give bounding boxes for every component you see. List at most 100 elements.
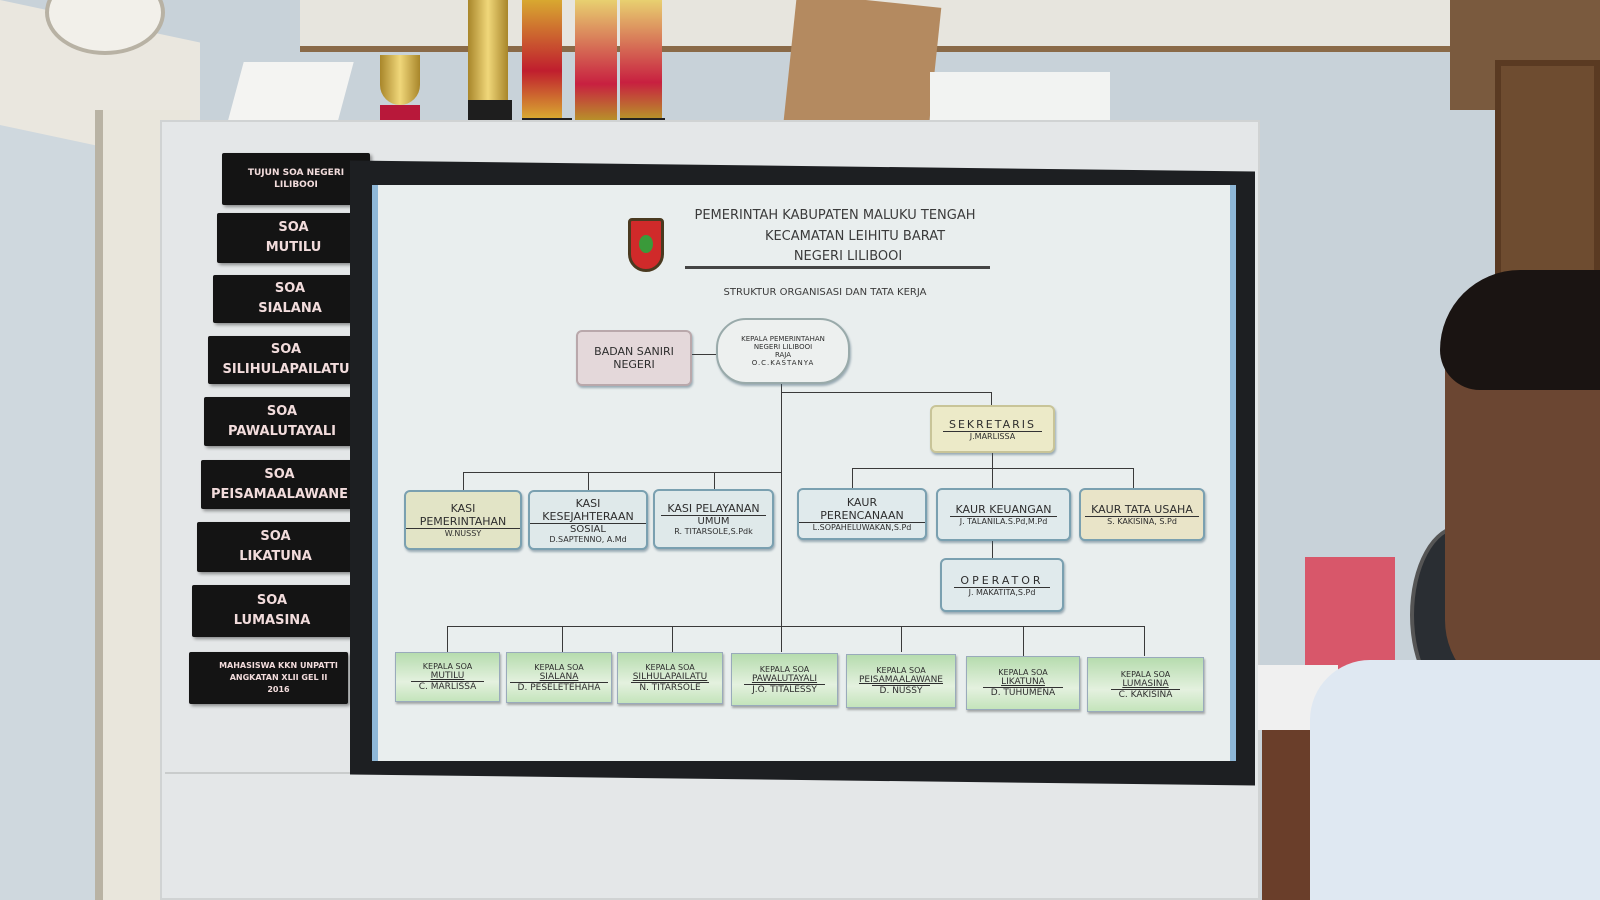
person-shirt bbox=[1310, 660, 1600, 900]
soa-label: KEPALA SOA bbox=[876, 666, 926, 675]
sign-text: SIALANA bbox=[258, 301, 322, 316]
box-name: J.MARLISSA bbox=[969, 431, 1016, 441]
box-title: KASI KESEJAHTERAAN bbox=[530, 497, 646, 524]
connector-line bbox=[463, 472, 782, 473]
header-line1: PEMERINTAH KABUPATEN MALUKU TENGAH bbox=[694, 208, 976, 223]
soa-head-name: D. TUHUMENA bbox=[982, 687, 1064, 698]
box-text: RAJA bbox=[774, 351, 792, 359]
connector-line bbox=[991, 392, 992, 405]
sign-plate: SOA PEISAMAALAWANE bbox=[201, 460, 358, 509]
connector-line bbox=[781, 392, 992, 393]
soa-head-name: D. PESELETEHAHA bbox=[509, 681, 609, 693]
box-sub: SOSIAL bbox=[570, 523, 606, 535]
sign-text: PAWALUTAYALI bbox=[227, 423, 337, 439]
trophy bbox=[575, 0, 620, 140]
sign-text: SOA bbox=[264, 466, 295, 482]
connector-line bbox=[852, 468, 1133, 469]
box-sub: UMUM bbox=[697, 516, 730, 527]
sign-text: LILIBOOI bbox=[274, 180, 318, 190]
box-title: OPERATOR bbox=[954, 574, 1050, 588]
box-text: NEGERI LILIBOOI bbox=[753, 343, 813, 351]
box-text: KEPALA PEMERINTAHAN bbox=[741, 335, 825, 343]
header-line3: NEGERI LILIBOOI bbox=[793, 249, 903, 264]
sign-plate: SOA LUMASINA bbox=[192, 585, 352, 637]
box-title: KAUR TATA USAHA bbox=[1085, 503, 1199, 517]
connector-line bbox=[692, 354, 716, 355]
box-title: KAUR PERENCANAAN bbox=[799, 496, 925, 523]
soa-name: MUTILU bbox=[430, 671, 465, 681]
kkn-sign-plate: MAHASISWA KKN UNPATTI ANGKATAN XLII GEL I… bbox=[189, 652, 348, 704]
chart-subtitle: STRUKTUR ORGANISASI DAN TATA KERJA bbox=[723, 287, 927, 298]
sign-text: SOA bbox=[256, 593, 288, 608]
soa-label: KEPALA SOA bbox=[645, 663, 695, 672]
box-name: S. KAKISINA, S.Pd bbox=[1107, 517, 1177, 526]
window bbox=[1495, 60, 1600, 280]
box-name: W.NUSSY bbox=[444, 529, 482, 538]
soa-name: LIKATUNA bbox=[1001, 677, 1045, 687]
box-text: BADAN SANIRI bbox=[594, 345, 674, 358]
sign-text: SOA bbox=[266, 403, 298, 419]
sign-text: LUMASINA bbox=[233, 613, 311, 628]
soa-head-name: D. NUSSY bbox=[871, 685, 931, 696]
soa-head-name: C. KAKISINA bbox=[1110, 688, 1181, 700]
box-title: KASI PEMERINTAHAN bbox=[406, 502, 520, 529]
sign-text: SOA bbox=[278, 220, 309, 235]
connector-line bbox=[1144, 626, 1145, 656]
cardboard-box bbox=[783, 0, 942, 136]
soa-head-name: J.O. TITALESSY bbox=[744, 683, 825, 695]
soa-name: SILHULAPAILATU bbox=[632, 672, 708, 682]
sign-plate: SOA PAWALUTAYALI bbox=[204, 397, 360, 446]
white-box bbox=[226, 62, 354, 127]
sign-text: SOA bbox=[260, 529, 291, 544]
soa-name: LUMASINA bbox=[1122, 678, 1169, 689]
header-line2: KECAMATAN LEIHITU BARAT bbox=[764, 229, 946, 244]
box-name: L.SOPAHELUWAKAN,S.Pd bbox=[812, 523, 912, 532]
connector-line bbox=[781, 384, 782, 652]
connector-line bbox=[852, 468, 853, 488]
box-title: SEKRETARIS bbox=[943, 418, 1042, 432]
box-text: NEGERI bbox=[613, 358, 655, 371]
connector-line bbox=[562, 626, 563, 652]
sign-text: TUJUN SOA NEGERI bbox=[247, 168, 345, 178]
soa-label: KEPALA SOA bbox=[534, 662, 584, 672]
sign-text: PEISAMAALAWANE bbox=[210, 486, 349, 502]
soa-name: SIALANA bbox=[539, 671, 579, 682]
sign-text: SOA bbox=[274, 281, 306, 296]
sign-text: MUTILU bbox=[265, 240, 322, 255]
sign-plate: SOA LIKATUNA bbox=[197, 522, 354, 572]
connector-line bbox=[447, 626, 1144, 627]
soa-label: KEPALA SOA bbox=[1120, 669, 1171, 679]
box-name: D.SAPTENNO, A.Md bbox=[549, 534, 627, 544]
soa-label: KEPALA SOA bbox=[422, 662, 473, 671]
sign-text: LIKATUNA bbox=[239, 549, 312, 564]
person-hair bbox=[1440, 270, 1600, 390]
sign-text: MAHASISWA KKN UNPATTI bbox=[219, 661, 338, 670]
soa-name: PEISAMAALAWANE bbox=[858, 675, 943, 685]
soa-head-name: N. TITARSOLE bbox=[631, 682, 709, 693]
soa-label: KEPALA SOA bbox=[998, 668, 1048, 677]
box-name: J. TALANILA.S.Pd,M.Pd bbox=[959, 517, 1048, 526]
connector-line bbox=[1133, 468, 1134, 488]
connector-line bbox=[447, 626, 448, 652]
connector-line bbox=[463, 472, 464, 490]
sign-text: ANGKATAN XLII GEL II bbox=[229, 673, 328, 682]
sign-text: SOA bbox=[270, 342, 302, 357]
box-name: O.C.KASTANYA bbox=[751, 359, 815, 367]
box-name: J. MAKATITA,S.Pd bbox=[968, 587, 1036, 597]
